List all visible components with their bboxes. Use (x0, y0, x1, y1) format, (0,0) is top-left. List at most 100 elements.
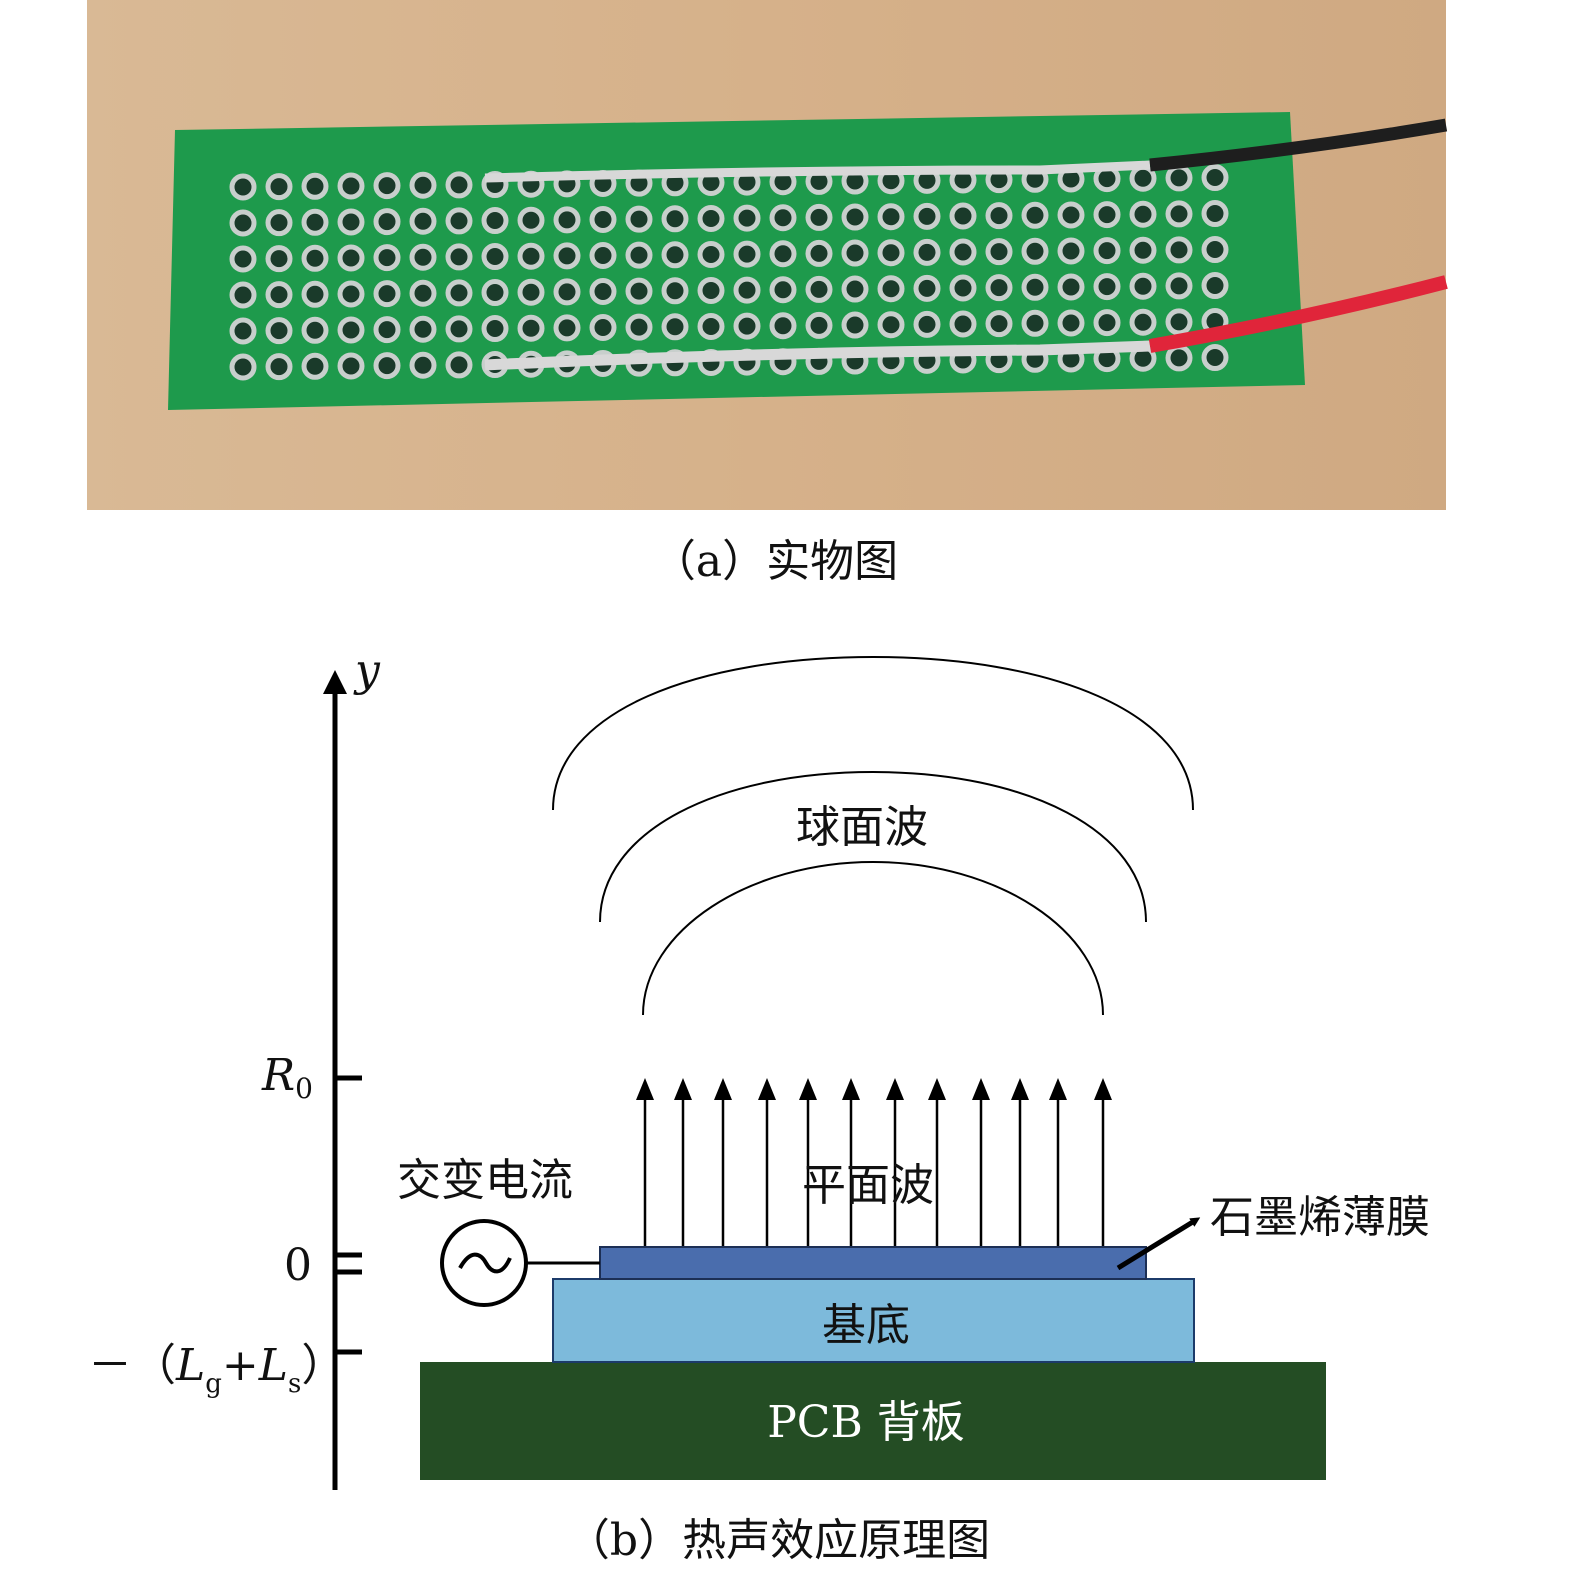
black-wire (1149, 118, 1448, 172)
pcb-hole (985, 202, 1013, 230)
pcb-hole (589, 206, 617, 233)
pcb-hole (1093, 201, 1121, 229)
pcb-hole (553, 206, 581, 234)
pcb-hole (1021, 309, 1049, 337)
pcb-hole (805, 203, 833, 231)
pcb-hole (337, 244, 365, 272)
pcb-hole (1165, 308, 1193, 336)
pcb-hole (769, 276, 797, 304)
red-wire (1148, 275, 1448, 353)
arrowhead-icon (714, 1078, 732, 1100)
hole-grid (229, 164, 1229, 381)
pcb-hole (697, 204, 725, 232)
pcb-hole (625, 241, 653, 269)
pcb-hole (949, 238, 977, 266)
pcb-hole (445, 351, 473, 379)
pcb-hole (373, 280, 401, 308)
tick-label-neg: －（Lg+Ls） (88, 1340, 345, 1399)
pcb-hole (697, 276, 725, 304)
pcb-hole (481, 243, 509, 271)
pcb-hole (805, 275, 833, 303)
pcb-hole (1129, 272, 1157, 300)
spherical-wave-inner (642, 860, 1104, 1016)
pcb-hole (517, 278, 545, 306)
graphene-pointer-arrow (1116, 1217, 1201, 1271)
pcb-hole (337, 316, 365, 344)
pcb-hole (985, 274, 1013, 302)
pcb-hole (265, 317, 293, 345)
pcb-hole (1165, 344, 1193, 372)
substrate-label: 基底 (822, 1300, 910, 1351)
pcb-hole (1021, 237, 1049, 265)
arrowhead-icon (674, 1078, 692, 1100)
pcb-hole (1021, 273, 1049, 301)
pcb-hole (409, 315, 437, 343)
pcb-hole (769, 312, 797, 340)
pcb-hole (229, 173, 257, 201)
pcb-hole (1201, 164, 1229, 192)
pcb-hole (769, 204, 797, 232)
pcb-hole (661, 205, 689, 233)
pcb-hole (337, 208, 365, 236)
y-axis-label: y (353, 645, 381, 696)
pcb-hole (265, 173, 293, 201)
pcb-hole (337, 172, 365, 200)
pcb-photo (87, 0, 1448, 510)
pcb-hole (373, 208, 401, 236)
pcb-hole (265, 353, 293, 381)
pcb-hole (553, 242, 581, 270)
pcb-hole (913, 274, 941, 302)
pcb-hole (1165, 200, 1193, 228)
graphene-film-label: 石墨烯薄膜 (1210, 1192, 1430, 1243)
plane-wave-arrows (636, 1078, 1112, 1247)
plane-wave-label: 平面波 (802, 1160, 934, 1211)
tick-label-r0: R0 (261, 1050, 313, 1105)
pcb-hole (841, 203, 869, 231)
pcb-backplate-label: PCB 背板 (767, 1397, 965, 1448)
pcb-hole (445, 207, 473, 235)
spherical-wave-middle (599, 770, 1147, 923)
pcb-hole (625, 205, 653, 233)
pcb-hole (877, 239, 905, 267)
pcb-hole (1129, 200, 1157, 228)
pcb-hole (409, 171, 437, 199)
pcb-hole (1057, 201, 1085, 229)
pcb-hole (769, 240, 797, 268)
pcb-hole (337, 352, 365, 380)
pcb-hole (733, 312, 761, 340)
tick-label-zero: 0 (284, 1240, 312, 1291)
pcb-hole (589, 314, 617, 341)
caption-a: （a）实物图 (652, 536, 898, 587)
pcb-hole (301, 316, 329, 344)
pcb-hole (229, 317, 257, 345)
pcb-hole (1129, 308, 1157, 336)
pcb-hole (949, 202, 977, 230)
y-axis-arrowhead (323, 670, 347, 694)
pcb-hole (913, 238, 941, 266)
pcb-hole (409, 243, 437, 271)
pcb-hole (301, 280, 329, 308)
arrowhead-icon (1011, 1078, 1029, 1100)
arrowhead-icon (972, 1078, 990, 1100)
silver-paste-trace-bottom (484, 340, 1151, 371)
pcb-hole (229, 209, 257, 237)
pcb-hole (949, 310, 977, 338)
arrowhead-icon (758, 1078, 776, 1100)
pcb-backplate-layer (420, 1362, 1326, 1480)
pcb-hole (1129, 236, 1157, 264)
pcb-hole (229, 281, 257, 309)
arrowhead-icon (1049, 1078, 1067, 1100)
pcb-hole (1201, 200, 1229, 228)
pcb-hole (1057, 309, 1085, 337)
pcb-hole (481, 315, 509, 343)
pcb-hole (337, 280, 365, 308)
pcb-hole (229, 353, 257, 381)
sine-wave-icon (458, 1252, 512, 1274)
pcb-hole (877, 311, 905, 339)
substrate-layer (552, 1278, 1195, 1363)
pcb-hole (265, 281, 293, 309)
pcb-hole (301, 352, 329, 380)
pcb-hole (373, 352, 401, 380)
pcb-hole (1021, 201, 1049, 229)
pcb-hole (553, 278, 581, 306)
